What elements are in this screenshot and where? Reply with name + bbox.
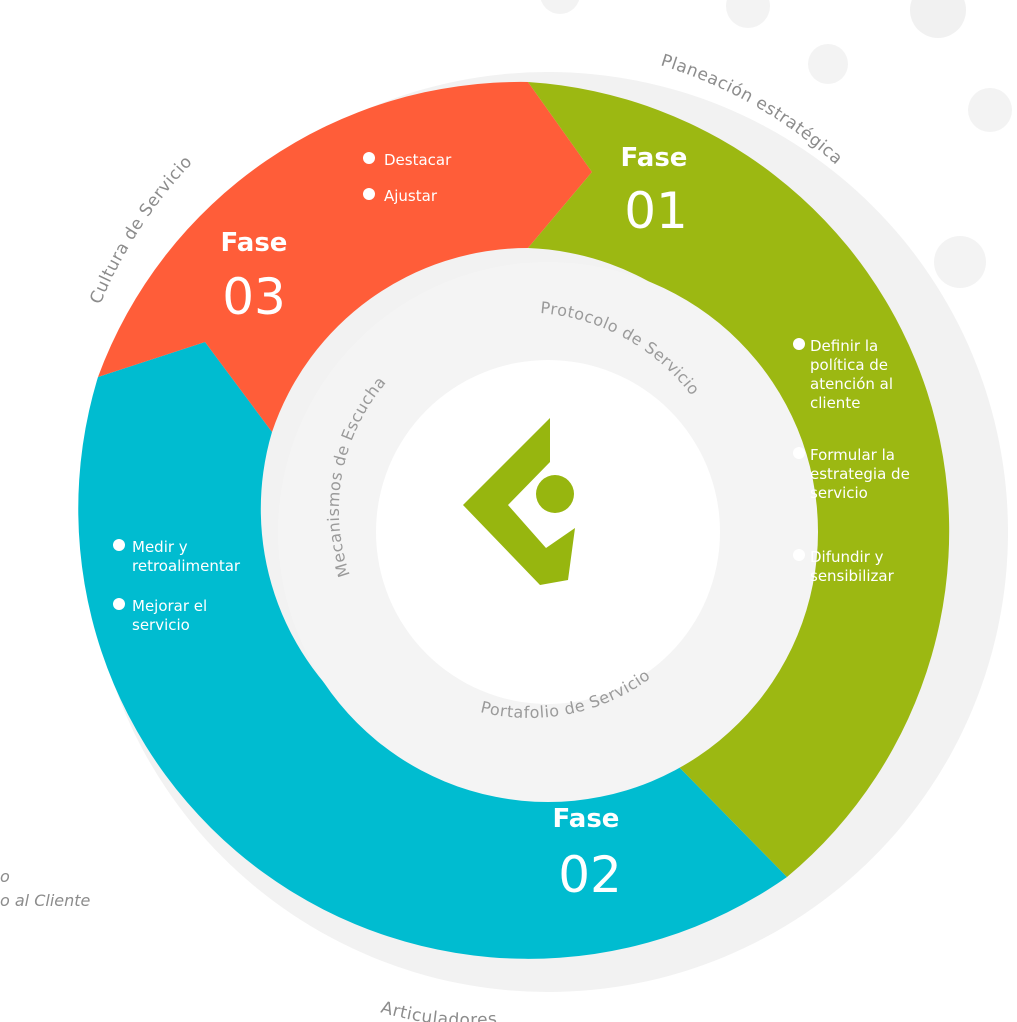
bullet-dot	[793, 338, 805, 350]
phase-01-label: Fase 01	[621, 143, 688, 240]
phase-03-word: Fase	[221, 228, 288, 258]
bullet-text: Ajustar	[384, 187, 438, 205]
bullet-dot	[113, 598, 125, 610]
decor-dot	[808, 44, 848, 84]
phase-01-word: Fase	[621, 143, 688, 173]
bullet-text: retroalimentar	[132, 557, 241, 575]
outer-label-articuladores: Articuladores	[379, 998, 498, 1022]
phase-02-word: Fase	[553, 804, 620, 834]
caption-line: o	[0, 867, 10, 886]
decor-dot	[934, 236, 986, 288]
bullet-text: Difundir y	[810, 548, 884, 566]
phase-02-label: Fase 02	[553, 804, 622, 904]
phase-03-bullets: Destacar Ajustar	[363, 151, 452, 205]
bullet-dot	[793, 447, 805, 459]
bullet-text: servicio	[810, 484, 868, 502]
bullet-text: Medir y	[132, 538, 188, 556]
phase-01-segment	[528, 82, 950, 877]
phase-03-segment	[98, 81, 592, 433]
center-disc	[376, 360, 720, 704]
caption-line: o al Cliente	[0, 891, 91, 910]
bullet-dot	[363, 188, 375, 200]
bullet-text: atención al	[810, 375, 893, 393]
background-dots	[540, 0, 1012, 288]
phase-03-label: Fase 03	[221, 228, 288, 326]
decor-dot	[540, 0, 580, 14]
phase-01-number: 01	[624, 182, 688, 240]
bullet-text: servicio	[132, 616, 190, 634]
phase-02-bullets: Medir y retroalimentar Mejorar el servic…	[113, 538, 241, 634]
decor-dot	[726, 0, 770, 28]
bullet-text: estrategia de	[810, 465, 910, 483]
bullet-text: cliente	[810, 394, 860, 412]
company-logo-icon	[463, 418, 575, 585]
bullet-text: Formular la	[810, 446, 895, 464]
bullet-dot	[363, 152, 375, 164]
bullet-dot	[113, 539, 125, 551]
bullet-text: política de	[810, 356, 888, 374]
decor-dot	[968, 88, 1012, 132]
bullet-dot	[793, 549, 805, 561]
decor-dot	[910, 0, 966, 38]
bullet-text: sensibilizar	[810, 567, 895, 585]
side-caption: o o al Cliente	[0, 867, 91, 910]
phase-01-bullets: Definir la política de atención al clien…	[793, 337, 910, 585]
bullet-text: Destacar	[384, 151, 452, 169]
bullet-text: Mejorar el	[132, 597, 207, 615]
phase-02-segment	[78, 342, 787, 959]
bullet-text: Definir la	[810, 337, 878, 355]
phase-03-number: 03	[222, 268, 286, 326]
phase-02-number: 02	[558, 846, 622, 904]
